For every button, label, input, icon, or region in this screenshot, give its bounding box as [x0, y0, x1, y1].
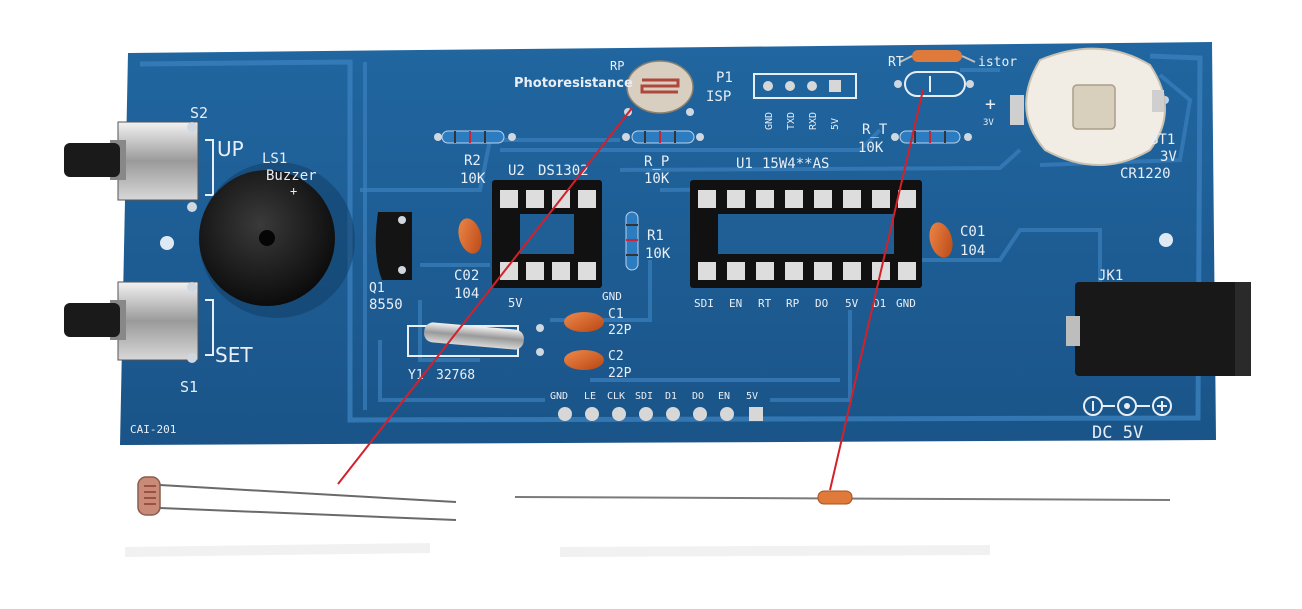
label-buzzer: Buzzer	[266, 168, 317, 184]
resistor-r2	[434, 130, 516, 144]
label-header-pin-gnd: GND	[550, 391, 568, 402]
label-header-pin-sdi: SDI	[635, 391, 653, 402]
label-bt-3v: 3V	[983, 118, 994, 128]
label-u1-pin-d1: D1	[873, 297, 886, 310]
capacitor-c01	[929, 222, 953, 258]
label-c2-value: 22P	[608, 366, 632, 381]
label-u1-chip: 15W4**AS	[762, 156, 829, 172]
label-thermistor: istor	[978, 55, 1017, 70]
label-s1: S1	[180, 378, 198, 396]
loose-thermistor	[514, 490, 1171, 505]
label-ls1: LS1	[262, 151, 287, 167]
label-header-pin-d1: D1	[665, 391, 677, 402]
resistor-r1	[625, 211, 639, 271]
label-c1: C1	[608, 307, 624, 322]
label-c01-value: 104	[960, 243, 985, 259]
thermistor-on-board	[894, 50, 976, 97]
label-bt1-voltage: 3V	[1160, 149, 1177, 165]
button-s1	[64, 281, 199, 363]
label-isp-pin-txd: TXD	[786, 112, 797, 130]
label-jk1: JK1	[1098, 268, 1123, 284]
ic-socket-u2	[492, 180, 602, 288]
label-board-model: CAI-201	[130, 423, 176, 436]
label-q1: Q1	[369, 281, 385, 296]
label-u1-pin-rp: RP	[786, 297, 800, 310]
label-s2: S2	[190, 104, 208, 122]
label-u1-pin-5v: 5V	[845, 297, 859, 310]
label-set: SET	[215, 343, 253, 367]
buzzer: +	[199, 162, 355, 318]
label-header-pin-en: EN	[718, 391, 730, 402]
label-u1: U1	[736, 156, 753, 172]
label-y1: Y1	[408, 368, 424, 383]
label-up: UP	[217, 137, 244, 161]
label-c02: C02	[454, 268, 479, 284]
label-dc-5v: DC 5V	[1092, 423, 1143, 443]
capacitor-c2	[536, 348, 604, 370]
capacitor-c1	[536, 312, 604, 332]
label-u1-pin-en: EN	[729, 297, 742, 310]
label-u1-pin-rt: RT	[758, 297, 772, 310]
label-u1-pin-sdi: SDI	[694, 297, 714, 310]
button-s2	[64, 121, 199, 212]
label-isp: ISP	[706, 89, 731, 105]
label-header-pin-le: LE	[584, 391, 596, 402]
label-bt1: BT1	[1150, 132, 1175, 148]
label-r-p: R_P	[644, 154, 669, 170]
capacitor-c02	[458, 218, 482, 254]
label-u1-pin-gnd: GND	[896, 297, 916, 310]
label-rp: RP	[610, 59, 624, 73]
label-rt: RT	[888, 55, 904, 70]
label-header-pin-do: DO	[692, 391, 704, 402]
pointer-lines	[337, 89, 924, 491]
label-r2: R2	[464, 153, 481, 169]
label-u2-chip: DS1302	[538, 163, 589, 179]
label-c02-value: 104	[454, 286, 479, 302]
label-r2-value: 10K	[460, 171, 486, 187]
bottom-header-pads	[558, 407, 763, 421]
label-header-pin-clk: CLK	[607, 391, 625, 402]
label-bt-plus: +	[985, 94, 996, 115]
resistor-r-p	[622, 130, 704, 144]
label-r-t: R_T	[862, 122, 888, 138]
isp-header-p1	[753, 73, 857, 99]
label-r-t-value: 10K	[858, 140, 884, 156]
polarity-symbol	[1083, 396, 1172, 416]
label-q1-value: 8550	[369, 297, 403, 313]
label-u2: U2	[508, 163, 525, 179]
svg-text:+: +	[290, 184, 297, 198]
label-photoresistance: Photoresistance	[514, 76, 633, 91]
label-u2-gnd: GND	[602, 290, 622, 303]
label-r-p-value: 10K	[644, 171, 670, 187]
label-bt1-type: CR1220	[1120, 166, 1171, 182]
label-header-pin-5v: 5V	[746, 391, 758, 402]
label-r1: R1	[647, 228, 664, 244]
transistor-q1	[375, 212, 412, 280]
label-c2: C2	[608, 349, 624, 364]
photoresistor-on-board	[624, 60, 694, 116]
label-isp-pin-gnd: GND	[764, 112, 775, 130]
label-isp-pin-rxd: RXD	[808, 112, 819, 130]
resistor-r-t	[891, 130, 972, 144]
label-r1-value: 10K	[645, 246, 671, 262]
battery-holder-bt1	[1010, 47, 1166, 166]
label-p1: P1	[716, 70, 733, 86]
label-u2-5v: 5V	[508, 296, 522, 310]
dc-jack-jk1	[1066, 282, 1251, 376]
label-y1-value: 32768	[436, 368, 475, 383]
label-c1-value: 22P	[608, 323, 632, 338]
redacted-text-area	[120, 543, 1000, 578]
label-u1-pin-do: DO	[815, 297, 828, 310]
loose-photoresistor	[137, 476, 457, 521]
label-c01: C01	[960, 224, 985, 240]
label-isp-pin-5v: 5V	[830, 118, 841, 130]
ic-socket-u1	[690, 180, 922, 288]
